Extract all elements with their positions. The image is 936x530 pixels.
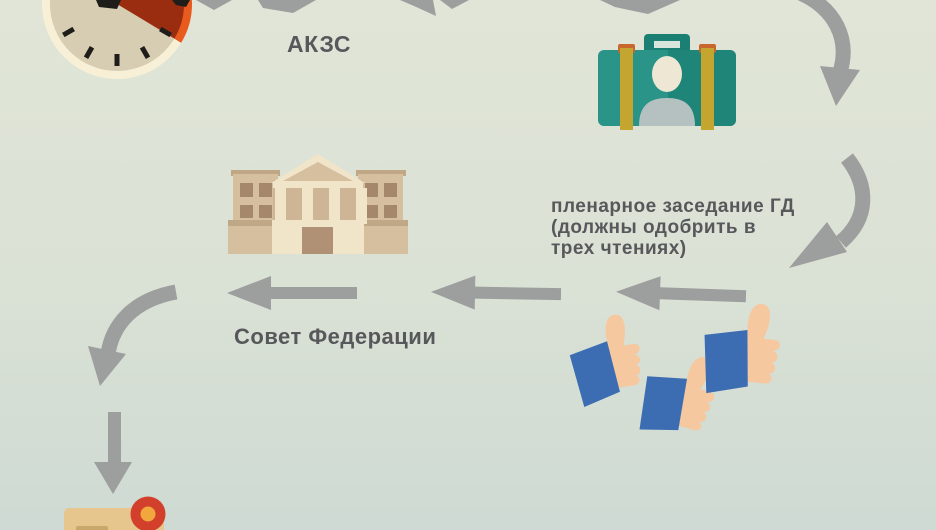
briefcase-delegate-icon [598,34,736,130]
thumbs-up-icon [698,298,785,401]
clock-timer-icon [38,0,196,84]
down-arrow-icon [94,412,132,494]
left-arrow-icon [616,276,747,311]
arrow-fragment-icon [400,0,436,16]
left-arrow-icon [431,275,562,310]
sovet-federacii-label: Совет Федерации [234,324,437,349]
thumbs-up-cluster [565,298,785,447]
arrow-fragment-icon [600,0,680,14]
signed-document-seal-icon [64,496,166,530]
curve-arrow-down-right-icon [797,0,860,106]
plenary-line-2: (должны одобрить в [551,217,757,238]
curve-arrow-down-left-icon [88,284,178,386]
plenary-line-1: пленарное заседание ГД [551,196,795,217]
arrow-fragment-icon [258,0,316,13]
thumbs-up-icon [565,311,647,408]
curve-arrow-down-left-icon [789,153,871,268]
parliament-building-icon [228,154,408,254]
plenary-line-3: трех чтениях) [551,238,687,259]
arrow-fragment-icon [440,0,469,9]
plenary-label: пленарное заседание ГД (должны одобрить … [551,196,816,259]
top-arrow-fragments [196,0,680,16]
arrow-fragment-icon [196,0,232,10]
left-arrow-icon [227,276,357,310]
akzs-label: АКЗС [287,31,351,57]
